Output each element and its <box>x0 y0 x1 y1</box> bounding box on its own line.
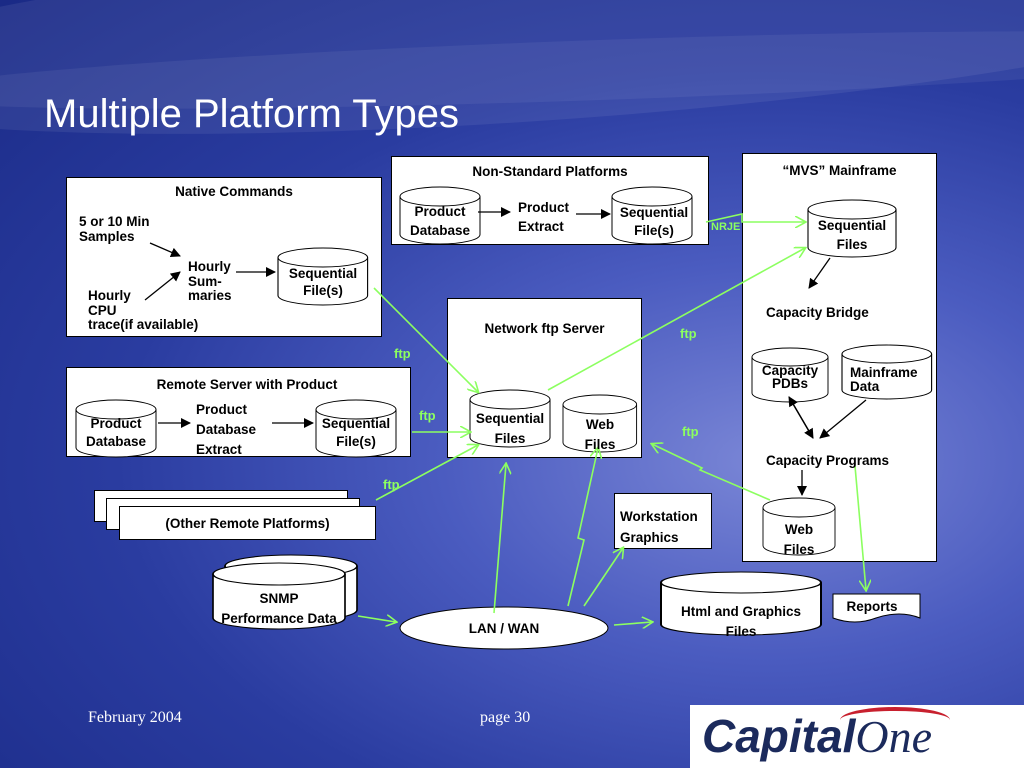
nonstd-sequential-label: Sequential File(s) <box>619 205 689 238</box>
nonstd-extract-label: Product Extract <box>518 200 570 234</box>
html-graphics-label: Html and Graphics Files <box>680 604 802 639</box>
other-remote-platforms-box <box>119 506 376 540</box>
nrje-label: NRJE <box>711 221 741 233</box>
non-standard-title: Non-Standard Platforms <box>472 164 628 179</box>
native-sequential-label: Sequential File(s) <box>288 266 358 298</box>
samples-label: 5 or 10 Min Samples <box>79 214 150 244</box>
lan-wan-ellipse <box>399 606 609 650</box>
mvs-web-files-label: Web Files <box>783 522 815 557</box>
remote-server-title: Remote Server with Product <box>156 377 338 392</box>
footer-date: February 2004 <box>88 709 182 726</box>
other-remote-platforms-label: (Other Remote Platforms) <box>165 516 330 531</box>
workstation-graphics-box <box>614 493 712 549</box>
mvs-sequential-label: Sequential Files <box>817 218 887 252</box>
lan-wan-label: LAN / WAN <box>468 621 540 636</box>
remote-product-db-label: Product Database <box>85 416 147 449</box>
reports-label: Reports <box>846 599 898 614</box>
native-commands-title: Native Commands <box>175 184 293 199</box>
ftp-server-title: Network ftp Server <box>484 321 605 336</box>
ftp-web-files-label: Web Files <box>584 417 616 452</box>
logo-swoosh <box>840 707 950 733</box>
remote-sequential-label: Sequential File(s) <box>321 416 391 449</box>
capacity-bridge-label: Capacity Bridge <box>766 305 869 320</box>
capital-one-logo: CapitalOne <box>690 705 1024 768</box>
ftp-label-remote: ftp <box>419 408 436 423</box>
slide-title: Multiple Platform Types <box>44 92 459 136</box>
ftp-label-mvs-seq: ftp <box>680 326 697 341</box>
logo-word-capital: Capital <box>702 710 856 762</box>
ftp-label-native: ftp <box>394 346 411 361</box>
workstation-graphics-label: Workstation Graphics <box>620 509 698 545</box>
remote-extract-label: Product Database Extract <box>196 402 257 457</box>
hourly-summaries-label: Hourly Sum- maries <box>188 259 232 303</box>
logo-word-one: One <box>855 711 933 762</box>
mainframe-data-label: Mainframe Data <box>850 365 918 394</box>
hourly-cpu-label: Hourly CPU trace(if available) <box>88 288 199 332</box>
ftp-label-mvs-web: ftp <box>682 424 699 439</box>
capacity-programs-label: Capacity Programs <box>766 453 890 468</box>
mvs-title: “MVS” Mainframe <box>782 163 897 178</box>
ftp-sequential-label: Sequential Files <box>475 411 545 446</box>
footer-page: page 30 <box>480 709 531 726</box>
reports-document <box>832 593 921 623</box>
capacity-pdbs-label: Capacity PDBs <box>761 363 819 391</box>
snmp-label: SNMP Performance Data <box>221 591 337 626</box>
nonstd-product-db-label: Product Database <box>409 204 471 238</box>
ftp-label-other: ftp <box>383 477 400 492</box>
